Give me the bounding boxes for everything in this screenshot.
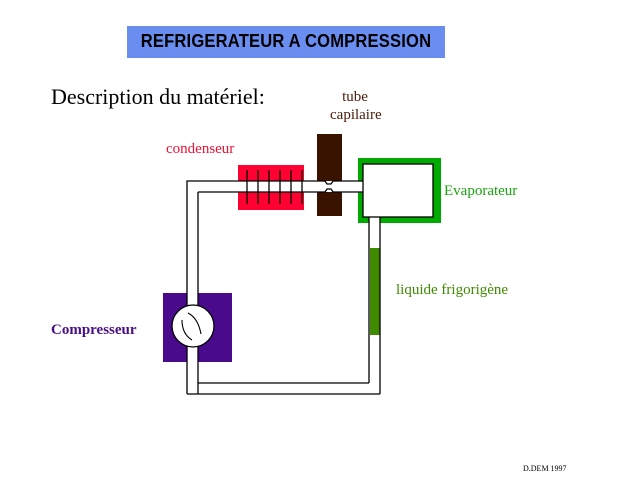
capillary-block (317, 134, 342, 216)
label-condenseur: condenseur (166, 141, 235, 157)
footer-credit: D.DEM 1997 (523, 464, 567, 473)
page-title: REFRIGERATEUR A COMPRESSION (140, 31, 432, 51)
label-liquide: liquide frigorigène (396, 282, 509, 298)
subtitle: Description du matériel: (51, 84, 265, 109)
label-tube-capilaire: tube capilaire (330, 88, 382, 124)
pipe-loop (187, 181, 380, 394)
compressor-icon (171, 304, 215, 348)
evaporator-box (362, 163, 434, 218)
label-evaporateur: Evaporateur (444, 183, 518, 199)
label-compresseur: Compresseur (51, 322, 137, 338)
liquid-bar (370, 248, 380, 335)
condenser-fins (246, 170, 303, 204)
title-banner: REFRIGERATEUR A COMPRESSION (127, 26, 445, 58)
label-tube-line1: tube (342, 89, 368, 105)
label-tube-line2: capilaire (330, 107, 382, 123)
pipe-outline (186, 180, 381, 395)
